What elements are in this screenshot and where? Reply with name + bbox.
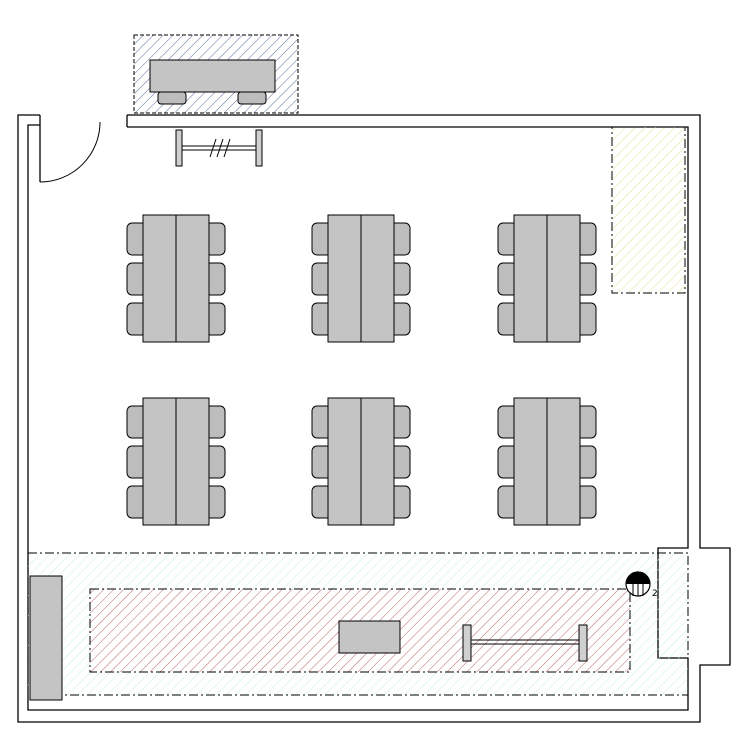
table <box>327 397 362 526</box>
table <box>142 214 177 343</box>
outer-wall <box>17 114 731 723</box>
table <box>360 397 395 526</box>
entry-door <box>39 121 101 183</box>
table-group <box>311 214 411 343</box>
table-group <box>311 397 411 526</box>
wall-rack <box>175 129 263 167</box>
left-board <box>29 575 63 701</box>
marker-symbol: 2 <box>625 571 658 599</box>
table-group <box>126 214 226 343</box>
table <box>546 397 581 526</box>
alcove-chair-right <box>237 91 267 105</box>
table <box>142 397 177 526</box>
alcove-chair-left <box>157 91 187 105</box>
marker-label: 2 <box>652 589 658 599</box>
yellow-zone <box>611 126 686 294</box>
table-group <box>497 397 597 526</box>
table <box>513 397 548 526</box>
table <box>175 397 210 526</box>
table-group <box>497 214 597 343</box>
table <box>175 214 210 343</box>
table <box>327 214 362 343</box>
bottom-rack <box>462 624 588 662</box>
alcove-bench <box>149 59 276 93</box>
table-group <box>126 397 226 526</box>
top-alcove <box>133 34 299 114</box>
table <box>513 214 548 343</box>
table <box>360 214 395 343</box>
table-groups <box>126 214 597 526</box>
table <box>546 214 581 343</box>
center-lectern <box>338 620 401 654</box>
